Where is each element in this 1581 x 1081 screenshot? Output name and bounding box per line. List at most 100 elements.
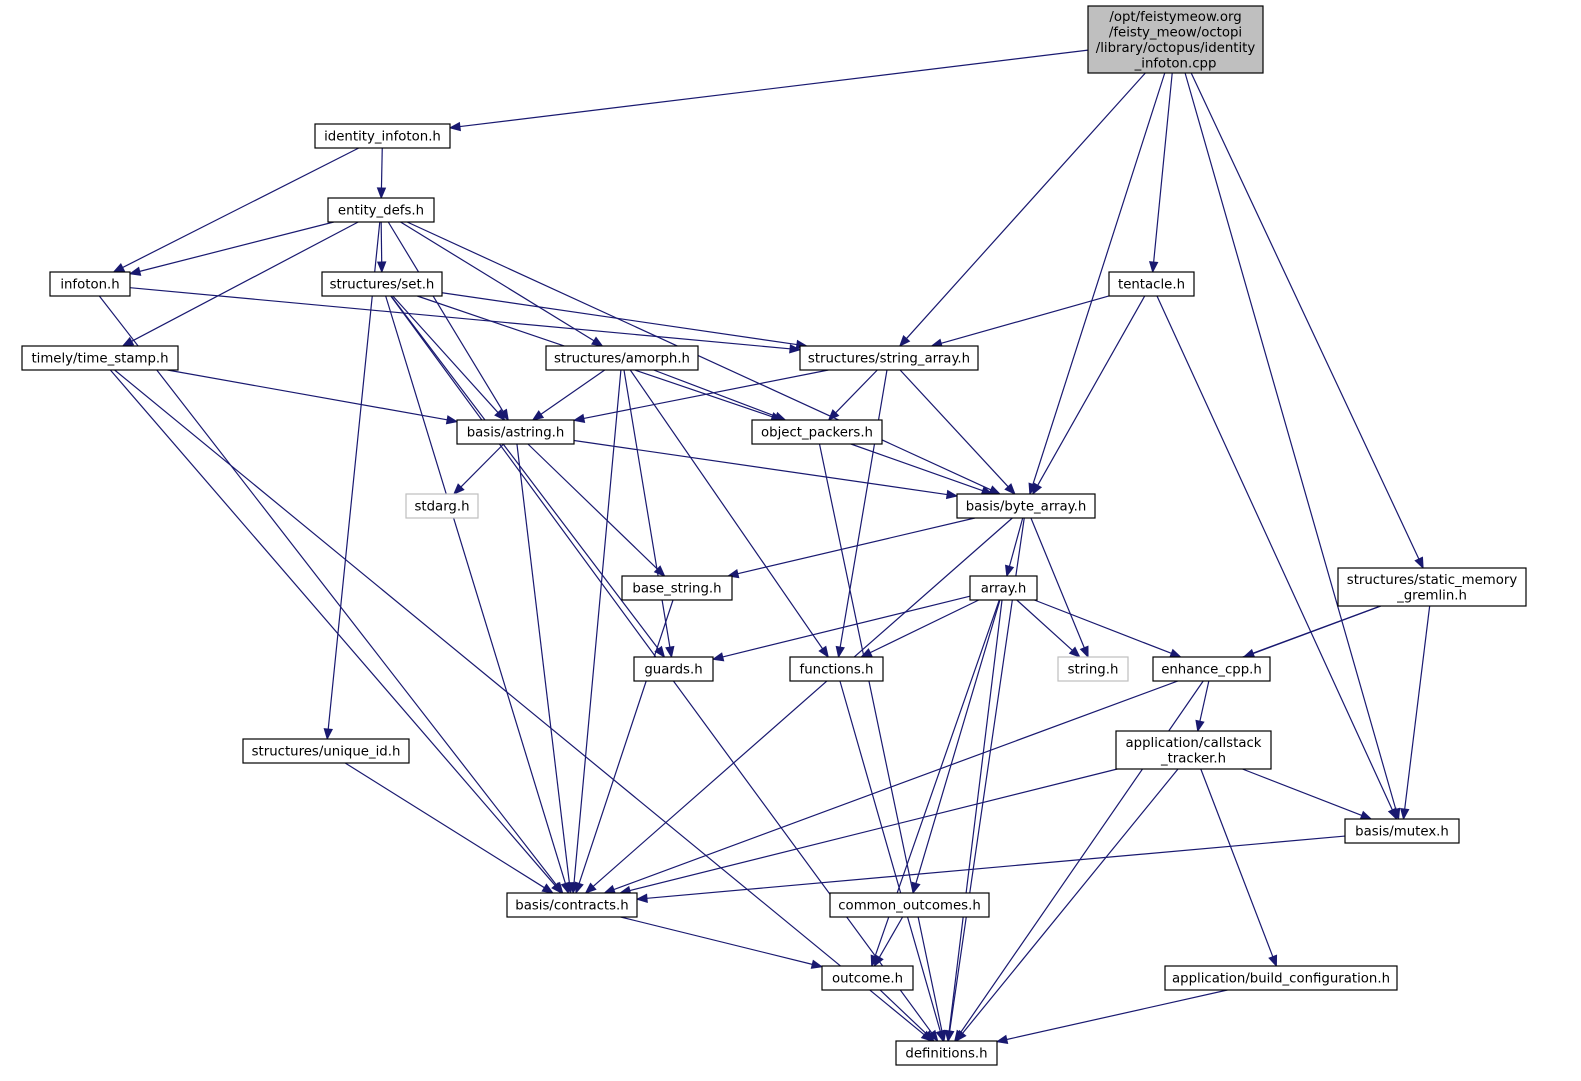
node-string-array-h[interactable]: structures/string_array.h <box>799 345 979 371</box>
node-tentacle-h[interactable]: tentacle.h <box>1108 271 1195 297</box>
node-base-string-h[interactable]: base_string.h <box>621 575 733 601</box>
node-time-stamp-h[interactable]: timely/time_stamp.h <box>21 345 179 371</box>
edge-line <box>516 443 570 884</box>
arrowhead-icon <box>1359 810 1373 820</box>
node-box <box>405 493 479 519</box>
edge-root-to-mutex_h <box>1184 72 1401 821</box>
edge-line <box>620 916 813 965</box>
arrowhead-icon <box>711 652 725 662</box>
edge-line <box>915 599 1001 884</box>
node-box <box>49 271 131 297</box>
edge-line <box>327 221 381 730</box>
node-identity-infoton-h[interactable]: identity_infoton.h <box>314 123 451 149</box>
node-box <box>621 575 733 601</box>
arrowhead-icon <box>1387 807 1398 821</box>
edge-static_memory_gremlin_h-to-mutex_h <box>1400 605 1431 821</box>
node-box <box>829 892 990 918</box>
node-label: tentacle.h <box>1118 278 1185 293</box>
node-contracts-h[interactable]: basis/contracts.h <box>506 892 638 918</box>
edge-line <box>109 369 556 886</box>
edge-line <box>460 443 505 488</box>
node-box <box>242 738 410 764</box>
edge-array_h-to-definitions_h <box>944 599 1003 1043</box>
edge-line <box>1008 517 1024 567</box>
arrowhead-icon <box>584 882 597 894</box>
node-definitions-h[interactable]: definitions.h <box>895 1040 998 1066</box>
arrowhead-icon <box>551 881 563 895</box>
edge-line <box>573 369 622 884</box>
edge-line <box>344 762 545 889</box>
edge-line <box>1199 680 1210 722</box>
node-infoton-h[interactable]: infoton.h <box>49 271 131 297</box>
node-guards-h[interactable]: guards.h <box>633 656 714 682</box>
node-enhance-cpp-h[interactable]: enhance_cpp.h <box>1152 656 1271 682</box>
arrowhead-icon <box>1005 564 1015 578</box>
node-static-memory-gremlin-h[interactable]: structures/static_memory_gremlin.h <box>1337 567 1527 607</box>
node-label: entity_defs.h <box>338 204 424 219</box>
arrowhead-icon <box>541 883 554 894</box>
node-box <box>1337 567 1527 607</box>
arrowhead-icon <box>1032 482 1043 496</box>
node-byte-array-h[interactable]: basis/byte_array.h <box>956 493 1096 519</box>
node-astring-h[interactable]: basis/astring.h <box>456 419 575 445</box>
arrowhead-icon <box>898 335 911 348</box>
arrowhead-icon <box>810 959 824 969</box>
edge-line <box>390 295 659 650</box>
edge-string_array_h-to-object_packers_h <box>827 369 878 421</box>
arrowhead-icon <box>873 954 884 968</box>
node-box <box>789 656 884 682</box>
arrowhead-icon <box>1414 556 1424 570</box>
edge-callstack_tracker_h-to-contracts_h <box>618 768 1118 896</box>
node-mutex-h[interactable]: basis/mutex.h <box>1344 818 1460 844</box>
arrowhead-icon <box>653 565 666 577</box>
node-set-h[interactable]: structures/set.h <box>321 271 443 297</box>
node-common-outcomes-h[interactable]: common_outcomes.h <box>829 892 990 918</box>
edge-entity_defs_h-to-set_h <box>376 221 387 274</box>
arrowhead-icon <box>935 1029 945 1043</box>
edge-line <box>527 443 658 570</box>
edge-byte_array_h-to-base_string_h <box>726 517 976 579</box>
arrowhead-icon <box>128 266 142 276</box>
edge-amorph_h-to-guards_h <box>623 369 675 659</box>
edge-line <box>899 369 1009 488</box>
node-functions-h[interactable]: functions.h <box>789 656 884 682</box>
edge-infoton_h-to-contracts_h <box>98 295 564 895</box>
node-array-h[interactable]: array.h <box>969 575 1038 601</box>
node-entity-defs-h[interactable]: entity_defs.h <box>327 197 435 223</box>
edge-line <box>1200 768 1274 957</box>
node-unique-id-h[interactable]: structures/unique_id.h <box>242 738 410 764</box>
edge-line <box>737 517 976 575</box>
node-label: /opt/feistymeow.org <box>1109 10 1241 25</box>
node-label: application/build_configuration.h <box>1172 972 1390 987</box>
edge-line <box>129 287 791 350</box>
node-build-configuration-h[interactable]: application/build_configuration.h <box>1164 965 1398 991</box>
edge-line <box>1034 599 1172 654</box>
node-callstack-tracker-h[interactable]: application/callstack_tracker.h <box>1115 730 1272 770</box>
edge-entity_defs_h-to-amorph_h <box>400 221 604 347</box>
node-object-packers-h[interactable]: object_packers.h <box>751 419 883 445</box>
edge-callstack_tracker_h-to-build_configuration_h <box>1200 768 1278 968</box>
edge-amorph_h-to-functions_h <box>629 369 829 659</box>
arrowhead-icon <box>376 261 387 274</box>
node-box <box>545 345 699 371</box>
node-label: basis/astring.h <box>467 426 565 441</box>
node-box <box>956 493 1096 519</box>
edge-line <box>1153 72 1173 263</box>
edge-root-to-identity_infoton_h <box>448 49 1089 132</box>
edge-enhance_cpp_h-to-callstack_tracker_h <box>1195 680 1210 733</box>
arrowhead-icon <box>944 1030 954 1043</box>
node-label: object_packers.h <box>761 426 873 441</box>
node-outcome-h[interactable]: outcome.h <box>821 965 914 991</box>
arrowhead-icon <box>955 1029 967 1043</box>
arrowhead-icon <box>635 893 648 903</box>
edge-string_array_h-to-astring_h <box>572 369 829 424</box>
edge-line <box>629 369 824 650</box>
node-label: /library/octopus/identity <box>1096 41 1256 56</box>
node-amorph-h[interactable]: structures/amorph.h <box>545 345 699 371</box>
edge-line <box>1030 517 1085 648</box>
edge-line <box>839 680 941 1032</box>
edge-set_h-to-contracts_h <box>385 295 570 895</box>
arrowhead-icon <box>1400 808 1410 821</box>
edge-amorph_h-to-contracts_h <box>569 369 622 895</box>
edge-tentacle_h-to-mutex_h <box>1156 295 1398 821</box>
